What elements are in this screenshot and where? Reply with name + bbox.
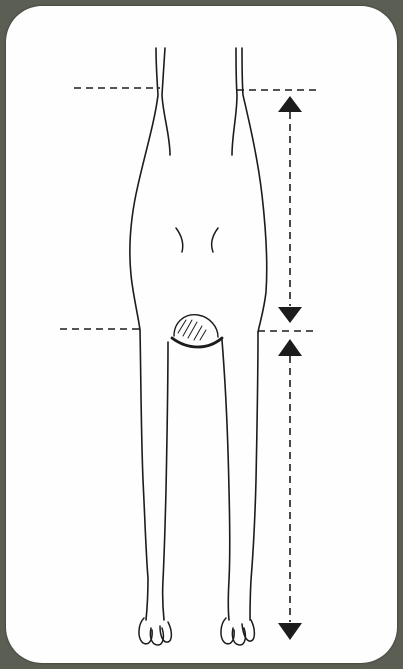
upper-measurement-arrow [278, 96, 302, 323]
right-foot [221, 618, 254, 645]
leg-measurement-diagram [6, 6, 397, 663]
lower-measurement-arrow [278, 339, 302, 640]
left-foot [139, 618, 171, 645]
arrowhead-up-icon [278, 339, 302, 356]
arrowhead-down-icon [278, 307, 302, 323]
left-lower-leg [140, 330, 168, 620]
upper-legs-outline [130, 48, 267, 332]
right-lower-leg [222, 332, 258, 620]
arrowhead-up-icon [278, 96, 302, 112]
diagram-panel [6, 6, 397, 663]
knee-shaded-patch [172, 315, 222, 347]
arrowhead-down-icon [278, 623, 302, 640]
